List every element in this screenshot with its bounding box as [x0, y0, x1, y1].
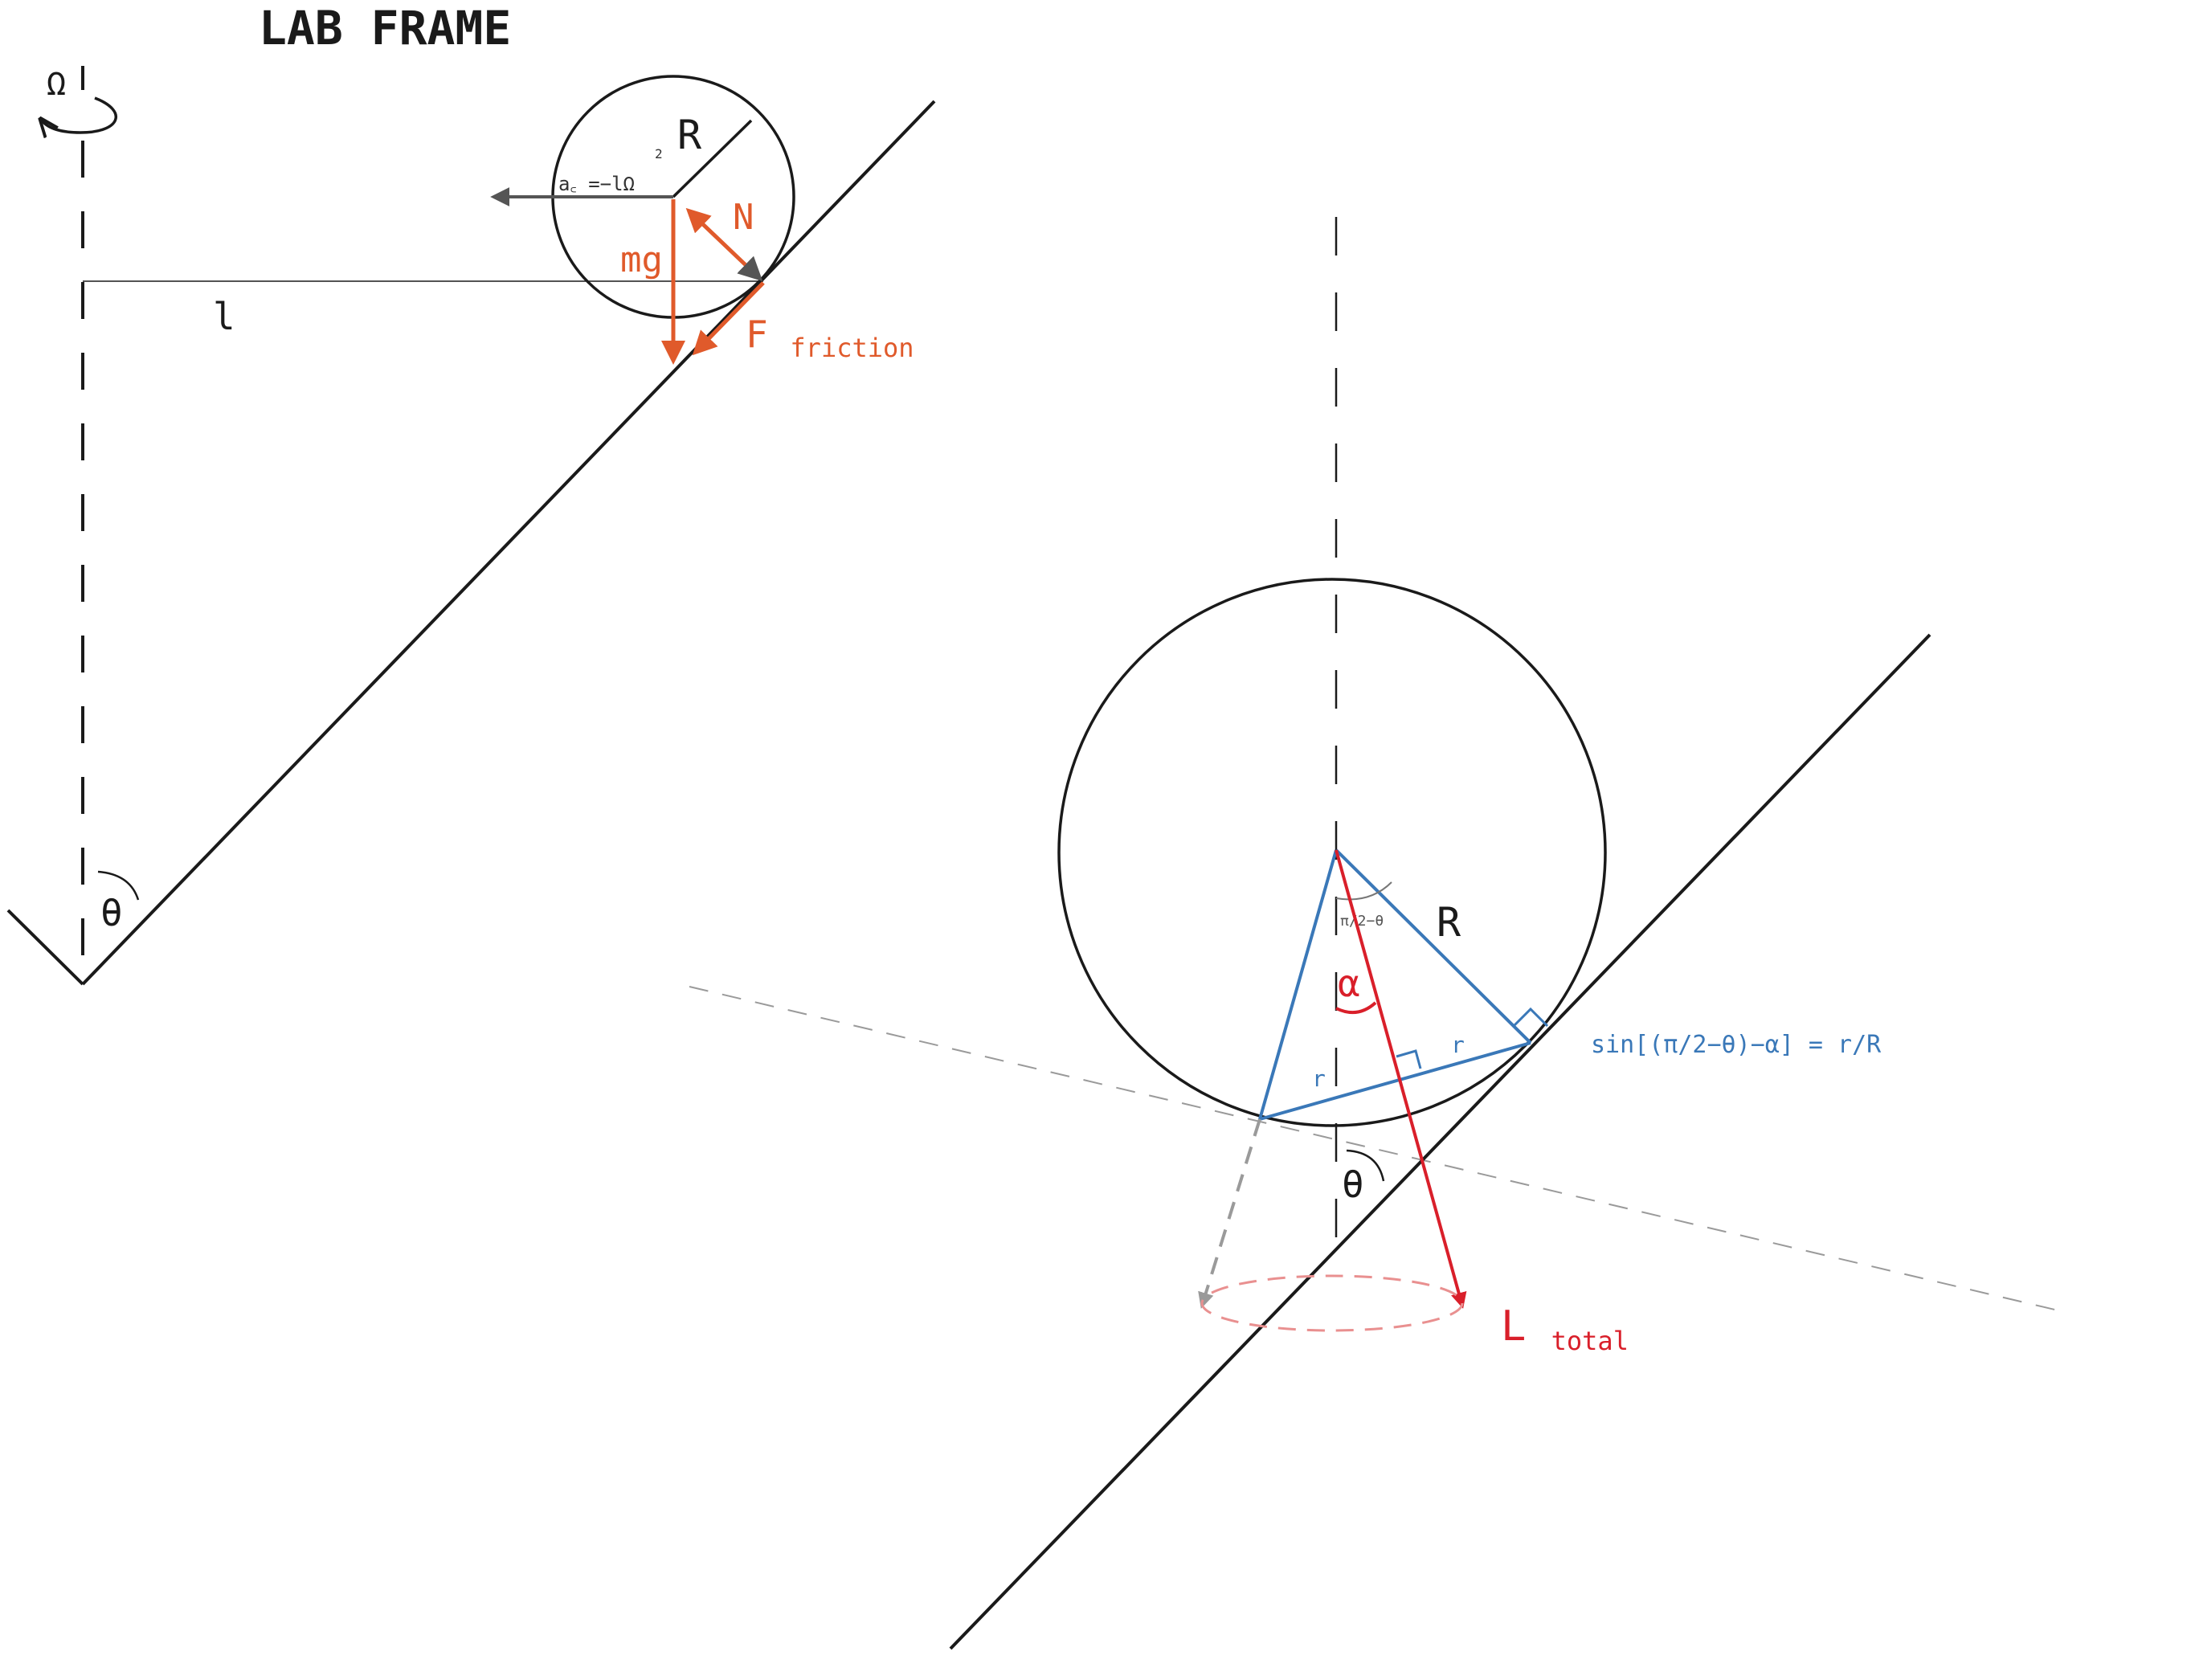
precession-ellipse — [1200, 1274, 1464, 1332]
rotation-arrow-icon — [42, 96, 118, 133]
dashed-gray-arrow — [1198, 1118, 1261, 1309]
friction-label-sub: friction — [790, 333, 914, 363]
weight-label: mg — [620, 239, 663, 280]
theta-arc-bottom — [1346, 1149, 1385, 1182]
sine-equation: sin[(π/2−θ)−α] = r/R — [1591, 1031, 1882, 1059]
normal-force-arrow — [685, 207, 763, 282]
omega-label: Ω — [47, 66, 66, 103]
friction-force-arrow — [692, 281, 765, 356]
radius-label-top: R — [677, 112, 702, 158]
r-label-right: r — [1451, 1032, 1465, 1058]
r-label-left: r — [1312, 1065, 1326, 1092]
right-angle-marker-tangent — [1512, 1007, 1549, 1028]
radius-label-bottom: R — [1437, 899, 1461, 946]
theta-label-left: θ — [100, 891, 123, 934]
lab-frame-title: LAB FRAME — [259, 1, 511, 55]
friction-label: F friction — [746, 313, 914, 363]
alpha-label: α — [1338, 962, 1360, 1005]
triangle-right-side — [1335, 848, 1532, 1044]
angular-momentum-label-sub: total — [1551, 1326, 1629, 1356]
centripetal-exponent: 2 — [655, 146, 663, 161]
right-angle-marker-center — [1396, 1049, 1422, 1069]
chord-line — [1259, 1041, 1531, 1121]
normal-force-label: N — [733, 197, 754, 238]
triangle-left-side — [1258, 849, 1338, 1120]
angular-momentum-arrow — [1335, 849, 1467, 1309]
half-angle-arc — [1335, 881, 1392, 901]
angular-momentum-label-main: L — [1501, 1302, 1526, 1351]
distance-label: l — [213, 295, 235, 338]
incline-right — [949, 633, 1931, 1650]
cone-left-edge — [6, 909, 84, 986]
centripetal-label: a꜀ =−lΩ — [558, 173, 635, 195]
half-angle-label: π/2−θ — [1340, 913, 1384, 930]
friction-label-main: F — [746, 313, 768, 356]
sphere-large — [1057, 578, 1607, 1127]
radius-line-top — [672, 119, 753, 198]
alpha-arc — [1335, 1001, 1377, 1015]
theta-label-bottom: θ — [1342, 1163, 1364, 1206]
theta-arc-left — [97, 870, 140, 901]
cone-incline — [81, 100, 936, 986]
angular-momentum-label: L total — [1501, 1302, 1629, 1356]
